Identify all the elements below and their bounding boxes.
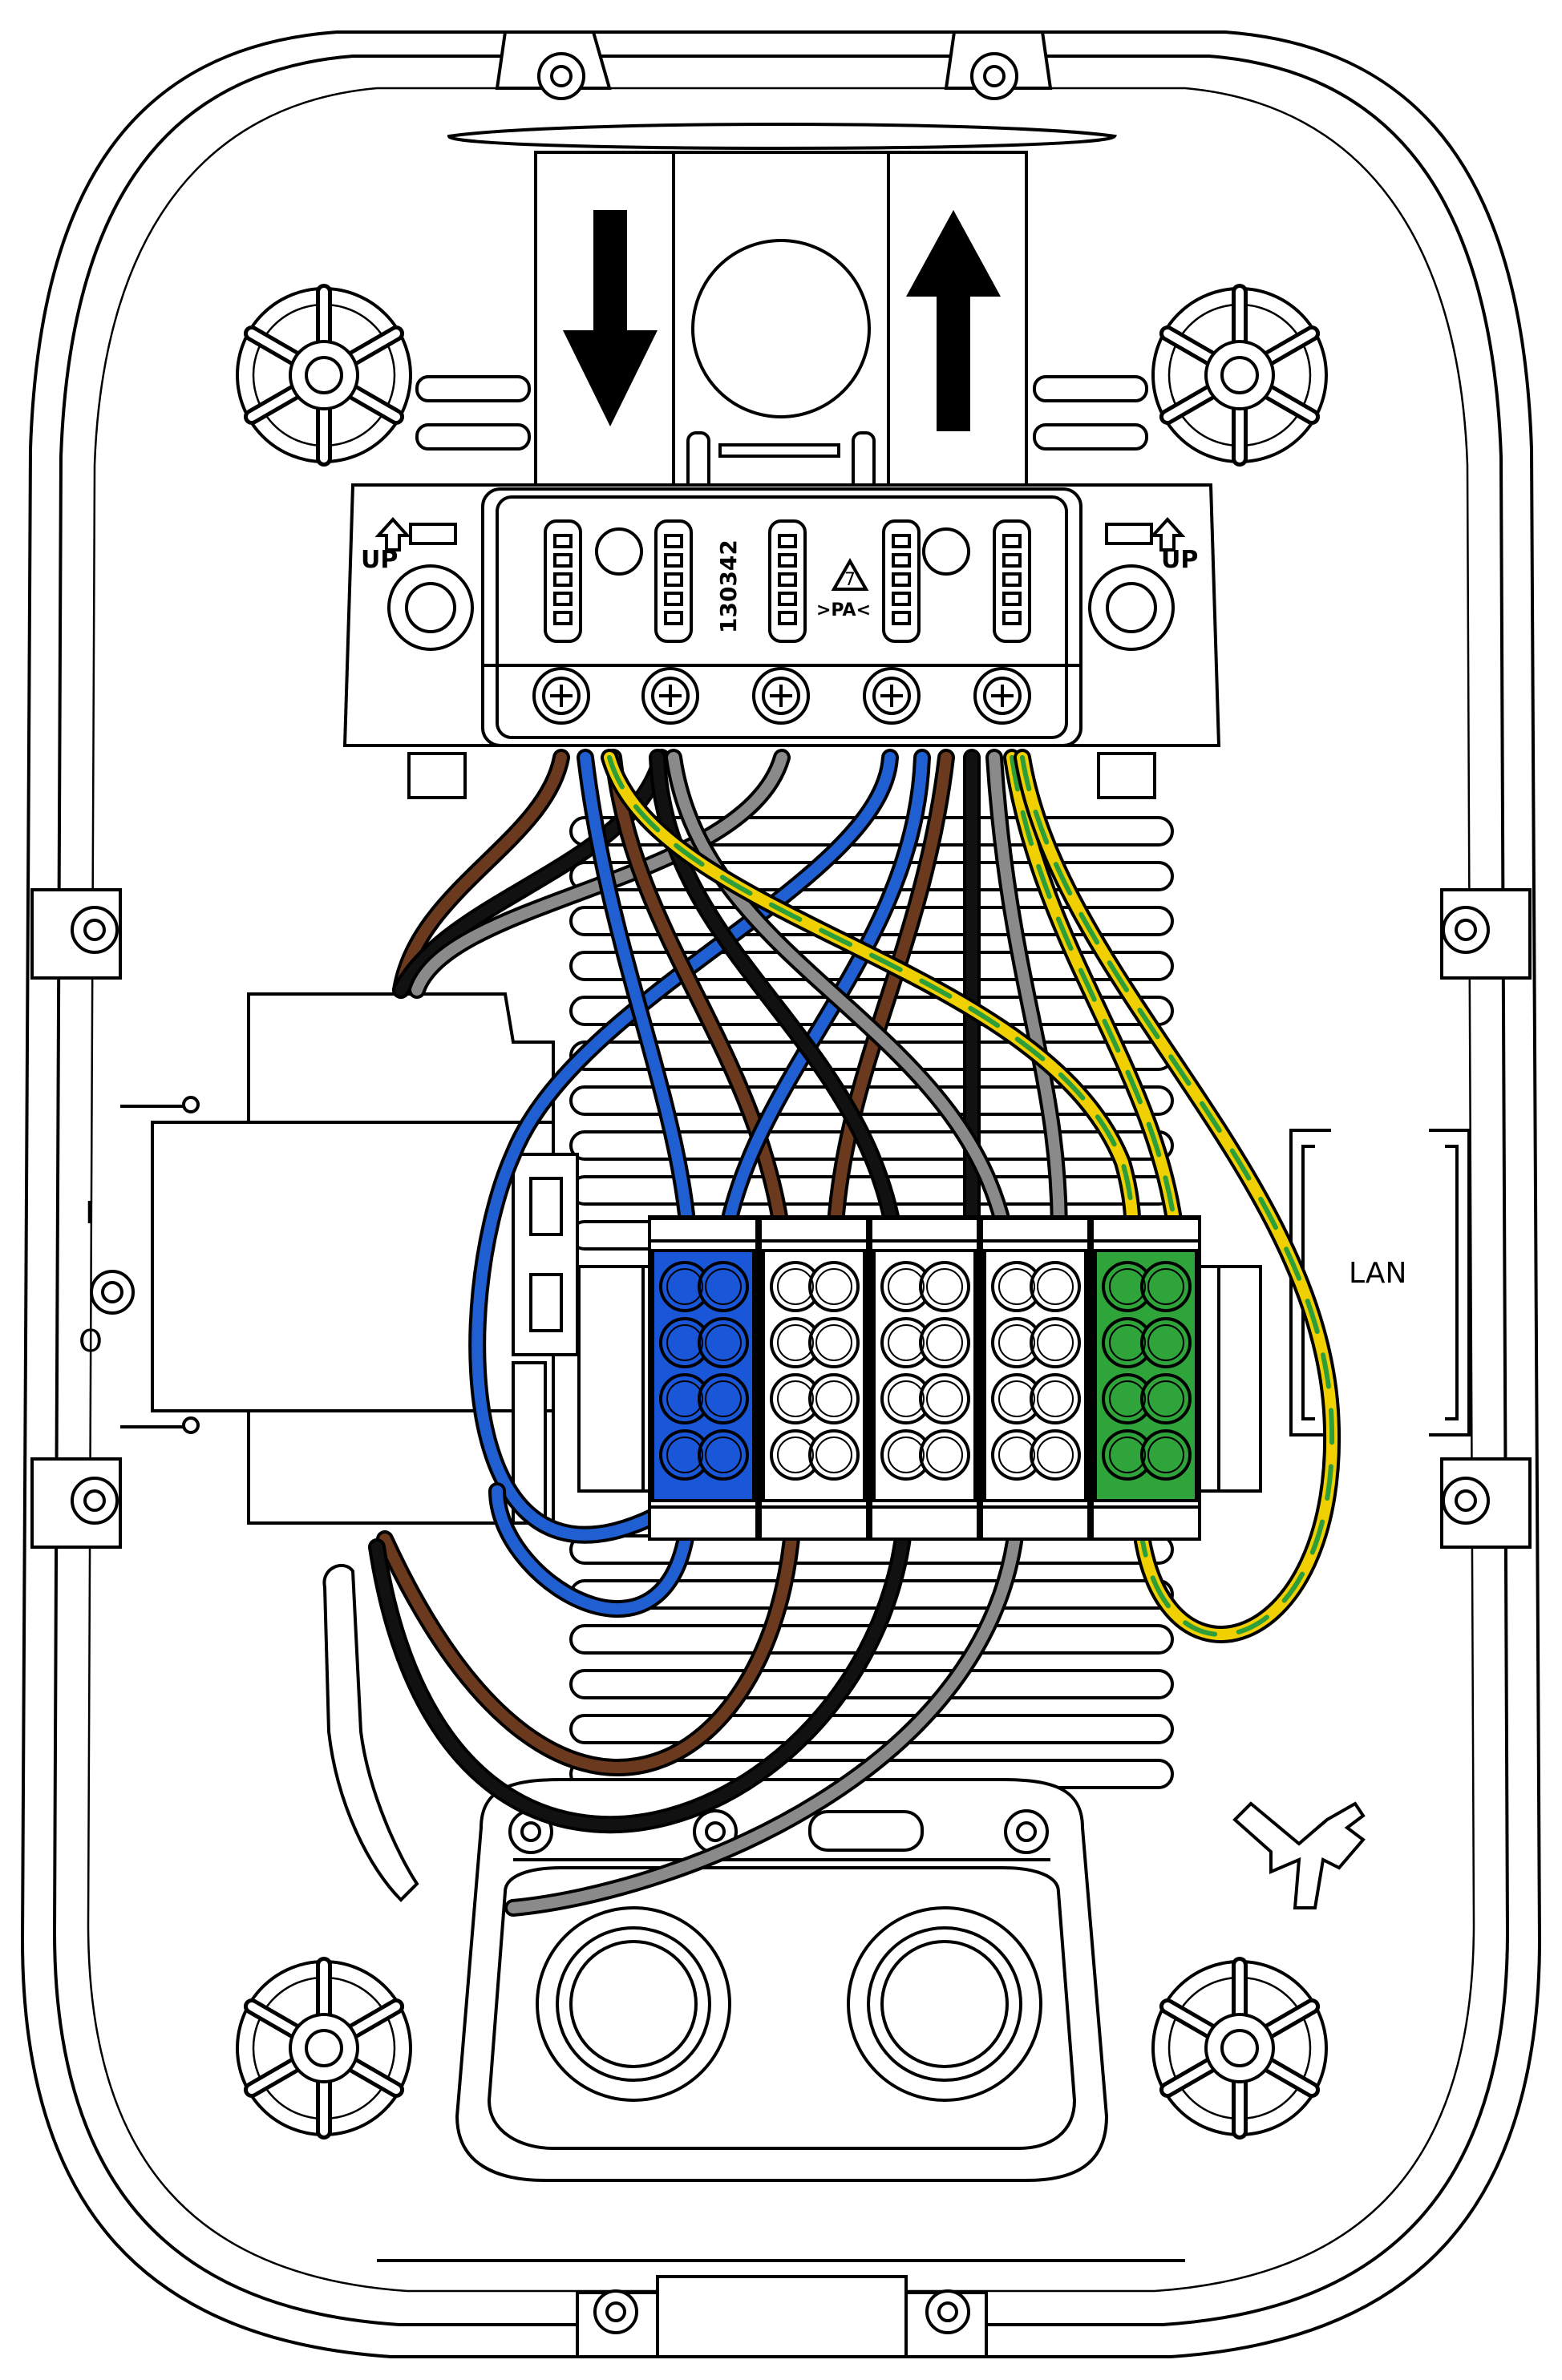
top-mount-tab-right [944,30,1053,100]
wire-brown-cross [825,749,955,1275]
wire-blue-cross [713,749,931,1275]
terminal-screws [532,667,1031,725]
fixing-boss [236,284,412,467]
terminal-slot [768,519,807,643]
wire-grey-l3 [665,749,1019,1275]
lan-bracket [1289,1129,1471,1436]
wire-pe-b [1003,749,1188,1275]
up-label-left: UP [361,546,398,574]
terminal-slot [544,519,582,643]
cable-channel-right [887,151,1028,491]
screw-icon [973,667,1031,725]
terminal-slot [993,519,1031,643]
wire-blue-loop [488,1482,698,1618]
bottom-center-bracket [656,2275,908,2358]
terminal-slots [544,519,1031,643]
recycle-code: 7 [844,570,856,590]
wire-brown-supply [392,749,570,999]
wire-grey-out [504,1482,1027,1917]
foot-symbol-icon [1232,1801,1366,1909]
recycle-icon [831,557,869,591]
fixing-boss [1151,284,1328,467]
right-slots [1033,375,1148,451]
wire-brown-l1 [605,749,795,1275]
bottom-mount-tab-right [904,2289,988,2358]
side-tab-left-lower [30,1457,122,1549]
screw-icon [532,667,590,725]
wire-grey-vertical [985,749,1068,1275]
terminal-module-blue [648,1215,759,1541]
side-tab-left-upper [30,888,122,980]
screw-icon [752,667,810,725]
terminal-module-green [1091,1215,1201,1541]
cable-gland-area [455,1778,1109,2182]
top-mount-tab-left [495,30,612,100]
terminal-module-white [759,1215,869,1541]
left-slots [415,375,531,451]
breaker-module [90,992,579,1525]
arrow-up-icon [906,210,1001,431]
terminal-block [648,1215,1201,1541]
strain-relief-clip [322,1563,419,1902]
terminal-module-white [980,1215,1091,1541]
part-number: 130342 [715,539,742,633]
side-tab-right-lower [1440,1457,1532,1549]
switch-off-label: O [79,1323,103,1359]
arrow-down-icon [563,210,658,426]
wire-brown-out [376,1482,803,1776]
screw-icon [641,667,699,725]
wire-blue-n [577,749,698,1275]
fixing-boss [1151,1957,1328,2140]
fixing-boss [236,1957,412,2140]
wire-black-out [368,1482,915,1834]
heatsink-fin [569,1669,1174,1699]
heatsink-fin [569,1714,1174,1744]
bottom-mount-tab-left [576,2289,659,2358]
wire-grey-supply [408,749,791,999]
fixing-bosses [236,284,1328,2140]
cable-channel-left [534,151,675,491]
terminal-module-white [869,1215,980,1541]
wire-black-supply [392,749,670,999]
cable-channel-center [672,151,890,499]
screw-icon [863,667,921,725]
wire-pe-loop [1014,749,1341,1643]
up-label-right: UP [1161,546,1198,574]
switch-on-label: I [85,1195,94,1230]
wire-blue-supply [468,749,899,1544]
terminal-slot [654,519,693,643]
material-code: >PA< [816,600,871,620]
top-ridge [447,123,1118,150]
wires [368,749,1341,1917]
terminal-slot [882,519,921,643]
lan-label: LAN [1349,1257,1406,1290]
heatsink-fin [569,1085,1174,1116]
side-tab-right-upper [1440,888,1532,980]
